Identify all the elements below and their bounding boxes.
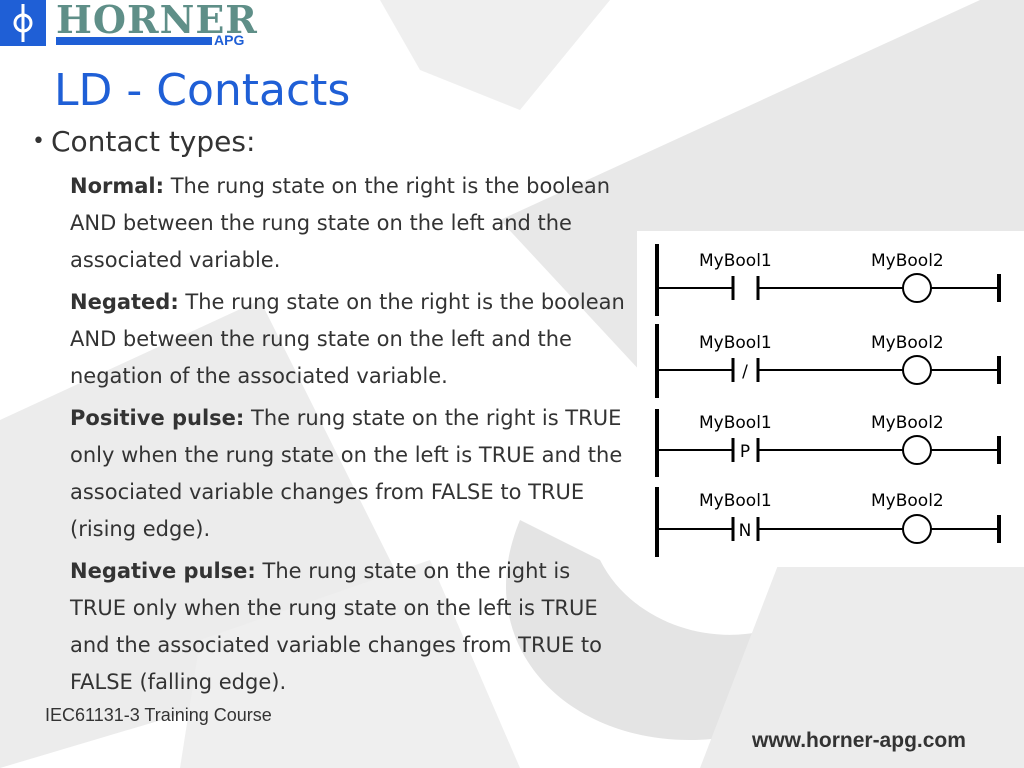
text-normal: The rung state on the right is the boole… xyxy=(70,174,611,272)
footer-url[interactable]: www.horner-apg.com xyxy=(752,729,966,752)
coil-label: MyBool2 xyxy=(871,333,944,353)
text-negative-pulse: The rung state on the right is TRUE only… xyxy=(70,559,602,694)
horner-logo: HORNER APG xyxy=(0,0,260,48)
rung-normal: MyBool1 MyBool2 xyxy=(655,244,1001,316)
contact-descriptions: Normal: The rung state on the right is t… xyxy=(70,168,630,706)
contact-symbol: N xyxy=(739,521,752,541)
term-positive-pulse: Positive pulse: xyxy=(70,406,245,430)
contact-label: MyBool1 xyxy=(699,251,772,271)
bullet-text: Contact types: xyxy=(50,125,256,158)
ladder-diagram: MyBool1 MyBool2 MyBool1 MyBool2 / xyxy=(637,231,1024,567)
bullet-item: • Contact types: xyxy=(32,124,255,160)
term-negated: Negated: xyxy=(70,290,179,314)
text-negated: The rung state on the right is the boole… xyxy=(70,290,625,388)
logo-wordmark: HORNER xyxy=(56,0,258,42)
logo-underline xyxy=(56,37,212,45)
coil-label: MyBool2 xyxy=(871,491,944,511)
desc-negative-pulse: Negative pulse: The rung state on the ri… xyxy=(70,553,630,701)
coil-label: MyBool2 xyxy=(871,413,944,433)
desc-positive-pulse: Positive pulse: The rung state on the ri… xyxy=(70,400,630,548)
footer-course: IEC61131-3 Training Course xyxy=(45,705,272,725)
logo-sub: APG xyxy=(214,32,245,48)
slide-title: LD - Contacts xyxy=(54,65,351,116)
contact-label: MyBool1 xyxy=(699,491,772,511)
rung-negated: MyBool1 MyBool2 / xyxy=(655,324,1001,398)
contact-symbol: P xyxy=(740,442,750,462)
contact-label: MyBool1 xyxy=(699,333,772,353)
desc-negated: Negated: The rung state on the right is … xyxy=(70,284,630,395)
desc-normal: Normal: The rung state on the right is t… xyxy=(70,168,630,279)
bullet-icon: • xyxy=(32,129,45,154)
logo-mark-icon xyxy=(0,0,46,46)
term-normal: Normal: xyxy=(70,174,165,198)
rung-negative-pulse: MyBool1 MyBool2 N xyxy=(655,487,1001,557)
rung-positive-pulse: MyBool1 MyBool2 P xyxy=(655,409,1001,477)
term-negative-pulse: Negative pulse: xyxy=(70,559,256,583)
contact-label: MyBool1 xyxy=(699,413,772,433)
contact-symbol: / xyxy=(742,362,748,382)
coil-label: MyBool2 xyxy=(871,251,944,271)
text-positive-pulse: The rung state on the right is TRUE only… xyxy=(70,406,623,541)
